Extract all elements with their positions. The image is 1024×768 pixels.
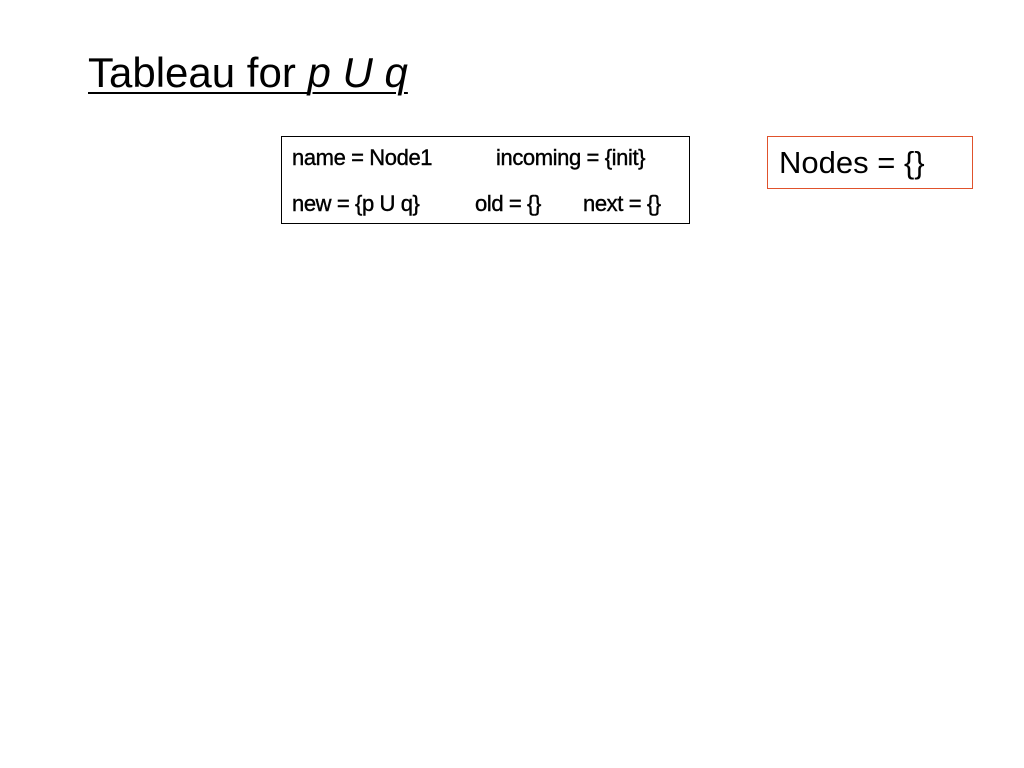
- node-name-field: name = Node1: [292, 145, 433, 170]
- nodes-set-label: Nodes = {}: [779, 145, 925, 180]
- node-incoming-field: incoming = {init}: [496, 145, 646, 170]
- node-old-field: old = {}: [475, 191, 542, 216]
- slide-title: Tableau for p U q: [88, 46, 408, 100]
- node-new-field: new = {p U q}: [292, 191, 420, 216]
- title-formula: p U q: [307, 49, 408, 96]
- title-prefix: Tableau for: [88, 49, 308, 96]
- node-next-field: next = {}: [583, 191, 662, 216]
- node-box: name = Node1 incoming = {init} new = {p …: [281, 136, 690, 224]
- nodes-set-box: Nodes = {}: [767, 136, 973, 189]
